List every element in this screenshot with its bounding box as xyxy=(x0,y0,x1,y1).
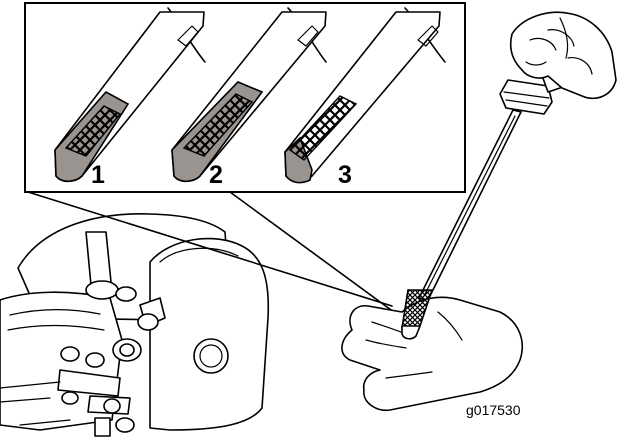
figure-reference: g017530 xyxy=(466,402,521,418)
callout-connector-left xyxy=(27,191,393,307)
callout-box: 1 2 3 xyxy=(24,2,466,319)
callout-label-1: 1 xyxy=(91,161,105,189)
dipstick-blade-3 xyxy=(284,7,446,184)
callout-label-3: 3 xyxy=(338,161,352,189)
callout-label-2: 2 xyxy=(209,161,223,189)
engine-illustration xyxy=(0,213,270,437)
lower-hand-with-dipstick xyxy=(341,289,524,412)
dipstick-blade-2 xyxy=(171,7,327,183)
upper-hand-with-dipstick xyxy=(418,11,617,301)
dipstick-blade-1 xyxy=(54,7,206,183)
callout-connector-right xyxy=(229,191,403,319)
